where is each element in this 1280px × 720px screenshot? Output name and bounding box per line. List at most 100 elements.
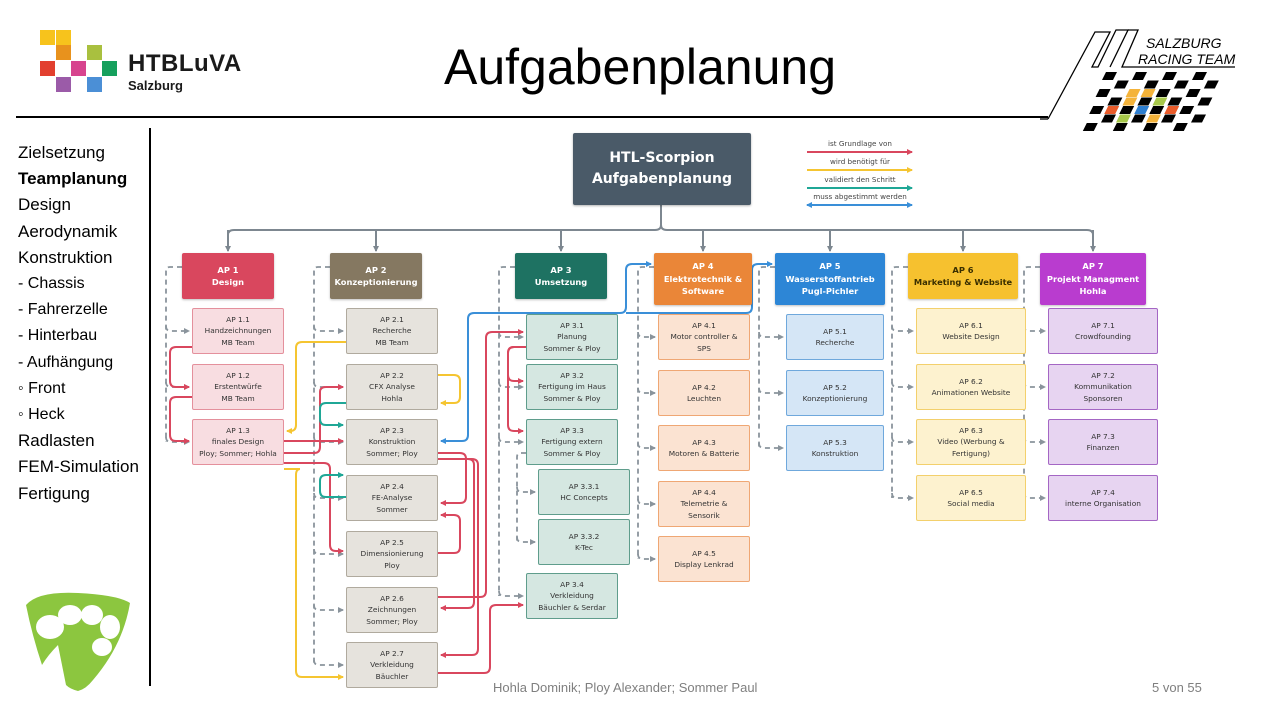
task-line: Website Design bbox=[942, 332, 1000, 341]
task-id: AP 2.3 bbox=[380, 425, 404, 435]
root-subtitle: Aufgabenplanung bbox=[591, 171, 733, 187]
task-line: MB Team bbox=[221, 393, 255, 403]
racing-team-logo: SALZBURG RACING TEAM bbox=[1040, 12, 1280, 132]
sidebar-item[interactable]: - Aufhängung bbox=[18, 353, 114, 371]
task-id: AP 2.6 bbox=[380, 593, 404, 603]
sidebar-item[interactable]: - Fahrerzelle bbox=[18, 301, 108, 319]
slide-number: 5 von 55 bbox=[1152, 680, 1202, 695]
logo-square bbox=[40, 30, 55, 45]
dashed-branch bbox=[891, 325, 914, 334]
logo-line1: SALZBURG bbox=[1146, 35, 1222, 51]
dependency-arrow bbox=[438, 452, 467, 506]
flag-tile bbox=[1161, 114, 1176, 123]
dashed-branch bbox=[516, 486, 536, 495]
flag-tile bbox=[1119, 106, 1135, 114]
sidebar-item[interactable]: Teamplanung bbox=[18, 169, 128, 189]
flag-tile bbox=[1167, 97, 1183, 106]
dashed-branch bbox=[313, 659, 344, 668]
package-id: AP 3 bbox=[550, 264, 572, 275]
package-owner: Pugl-Pichler bbox=[801, 286, 859, 297]
logo-square bbox=[102, 61, 117, 76]
dashed-branch bbox=[498, 381, 524, 390]
task-id: AP 3.4 bbox=[560, 579, 584, 589]
task-id: AP 6.3 bbox=[959, 425, 983, 435]
task-line: Motoren & Batterie bbox=[668, 449, 740, 458]
sidebar-item[interactable]: Zielsetzung bbox=[18, 143, 105, 162]
task-line: interne Organisation bbox=[1065, 499, 1141, 508]
logo-name: HTBLuVA bbox=[128, 50, 242, 77]
task-line: Fertigung) bbox=[951, 448, 990, 458]
logo-square bbox=[71, 61, 86, 76]
flag-tile bbox=[1140, 89, 1156, 97]
task-id: AP 3.3.2 bbox=[568, 531, 600, 541]
dashed-spine bbox=[516, 452, 526, 542]
logo-line2: RACING TEAM bbox=[1138, 51, 1236, 67]
sidebar-item[interactable]: FEM-Simulation bbox=[18, 457, 139, 477]
sidebar-item[interactable]: Aerodynamik bbox=[18, 221, 118, 241]
dashed-branch bbox=[637, 498, 656, 507]
dashed-branch bbox=[637, 331, 656, 340]
dependency-arrow bbox=[319, 472, 346, 498]
flag-tile bbox=[1101, 114, 1116, 123]
logo-square bbox=[87, 45, 102, 60]
package-title: Marketing & Website bbox=[913, 277, 1013, 287]
legend-label: ist Grundlage von bbox=[828, 139, 892, 148]
dependency-arrow bbox=[319, 402, 346, 428]
sidebar-item[interactable]: Konstruktion bbox=[18, 247, 113, 267]
task-id: AP 7.3 bbox=[1091, 431, 1115, 441]
task-id: AP 5.3 bbox=[823, 437, 847, 447]
task-line: Crowdfounding bbox=[1075, 332, 1131, 341]
task-line: Finanzen bbox=[1086, 443, 1120, 452]
sidebar-item[interactable]: ◦ Heck bbox=[18, 406, 65, 424]
task-id: AP 2.5 bbox=[380, 537, 404, 547]
package-owner: Hohla bbox=[1079, 286, 1107, 297]
flag-tile bbox=[1104, 106, 1120, 114]
sidebar-item[interactable]: Fertigung bbox=[18, 483, 90, 503]
task-line: CFX Analyse bbox=[369, 382, 415, 392]
task-id: AP 3.3.1 bbox=[568, 481, 600, 491]
task-line: Sommer; Ploy bbox=[366, 616, 418, 626]
flag-tile bbox=[1179, 106, 1195, 114]
flag-tile bbox=[1095, 89, 1111, 97]
dependency-arrow bbox=[507, 346, 526, 434]
sidebar-item[interactable]: - Hinterbau bbox=[18, 327, 98, 345]
dependency-arrow bbox=[438, 458, 475, 611]
task-line: MB Team bbox=[375, 337, 409, 347]
task-line: Konstruktion bbox=[368, 437, 416, 447]
task-line: Handzeichnungen bbox=[204, 326, 272, 336]
sidebar-item[interactable]: Radlasten bbox=[18, 431, 95, 451]
page-title: Aufgabenplanung bbox=[443, 39, 837, 95]
sidebar-item[interactable]: Design bbox=[18, 195, 71, 215]
task-id: AP 2.1 bbox=[380, 314, 404, 324]
dashed-branch bbox=[498, 590, 524, 599]
package-id: AP 1 bbox=[217, 264, 239, 275]
task-line: Sommer & Ploy bbox=[543, 393, 601, 403]
task-id: AP 2.2 bbox=[380, 370, 404, 380]
dashed-branch bbox=[313, 604, 344, 613]
dashed-branch bbox=[637, 387, 656, 396]
dashed-spine bbox=[165, 266, 182, 442]
flag-tile bbox=[1112, 123, 1128, 131]
sidebar-item[interactable]: - Chassis bbox=[18, 275, 85, 293]
dependency-arrow bbox=[438, 374, 461, 406]
sidebar-item[interactable]: ◦ Front bbox=[18, 379, 66, 397]
task-line: Verkleidung bbox=[370, 660, 414, 670]
flag-tile bbox=[1113, 80, 1129, 89]
